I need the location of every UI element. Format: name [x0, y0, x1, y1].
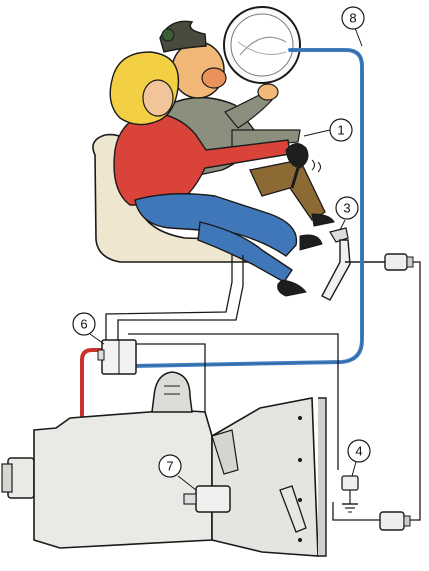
- pedal-servo-cylinder: [385, 254, 413, 270]
- control-valve-block: [98, 340, 136, 374]
- callout-3-label: 3: [343, 201, 350, 216]
- indicator-lamp: [224, 7, 300, 83]
- contact-switch: [342, 476, 358, 512]
- callout-7: 7: [159, 455, 181, 477]
- callout-1: 1: [330, 119, 352, 141]
- callout-7-label: 7: [166, 459, 173, 474]
- callout-6: 6: [73, 313, 95, 335]
- callout-4-label: 4: [355, 444, 362, 459]
- callout-6-label: 6: [80, 317, 87, 332]
- clutch-actuator: [380, 512, 410, 530]
- callout-3: 3: [336, 197, 358, 219]
- callout-4: 4: [348, 440, 370, 462]
- callout-1-label: 1: [337, 123, 344, 138]
- clutch-pedal: [322, 228, 385, 300]
- callout-8: 8: [342, 7, 364, 29]
- callout-8-label: 8: [349, 11, 356, 26]
